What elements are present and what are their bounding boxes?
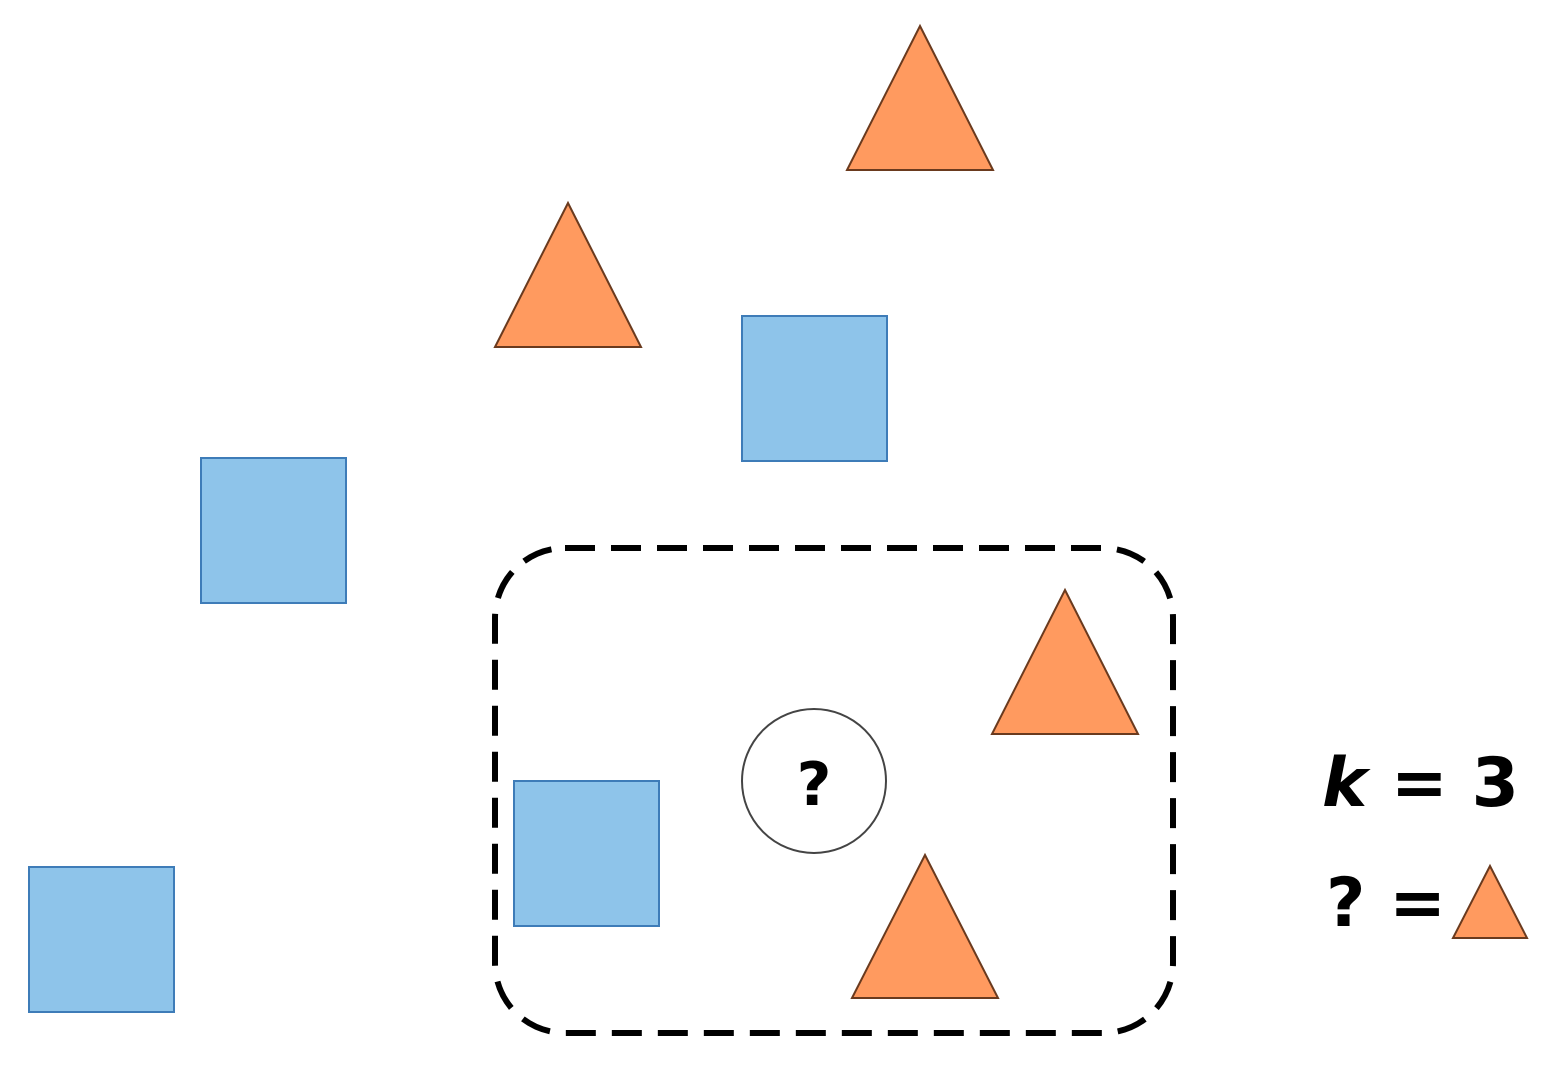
orange-triangle (990, 587, 1140, 735)
blue-square (741, 315, 888, 462)
classification-result-label: ? = (1326, 864, 1446, 943)
k-equals: = 3 (1391, 744, 1519, 823)
blue-square (28, 866, 175, 1013)
legend: k = 3 ? = (1322, 744, 1529, 943)
orange-triangle-result-icon (1451, 863, 1529, 939)
query-circle (741, 708, 887, 854)
orange-triangle (845, 23, 995, 171)
query-mark: ? (797, 750, 832, 820)
orange-triangle (850, 852, 1000, 999)
blue-square (513, 780, 660, 927)
k-variable: k (1322, 744, 1371, 823)
k-value-label: k = 3 (1322, 744, 1519, 823)
query-point: ? (741, 708, 887, 854)
blue-square (200, 457, 347, 604)
orange-triangle (493, 200, 643, 348)
